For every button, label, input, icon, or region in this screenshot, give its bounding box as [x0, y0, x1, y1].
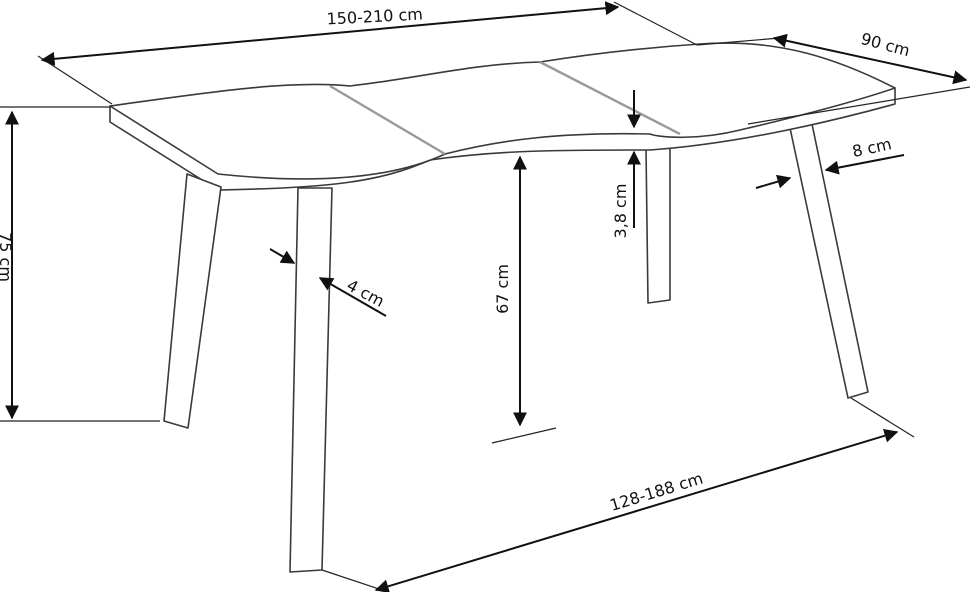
depth-label: 90 cm — [859, 29, 912, 60]
back-left-leg — [645, 147, 671, 304]
span-extension-right — [850, 397, 915, 438]
front-center-leg — [289, 187, 333, 573]
length-extension-right — [613, 1, 698, 46]
span-dimension-arrow — [374, 428, 899, 592]
extension-seam-right — [539, 60, 681, 136]
length-extension-left — [37, 55, 113, 105]
leg-width-front-arrow-inner — [318, 277, 387, 317]
depth-extension-left — [696, 37, 781, 46]
front-left-leg — [163, 173, 222, 429]
depth-extension-right — [747, 86, 970, 125]
leg-width-side-arrow-outer — [755, 174, 792, 189]
extension-seam-left — [329, 84, 446, 156]
table-top-surface — [109, 42, 896, 180]
leg-width-front-label: 4 cm — [344, 275, 388, 310]
leg-width-side-label: 8 cm — [850, 134, 893, 161]
span-label: 128-188 cm — [608, 469, 706, 515]
clearance-label: 67 cm — [493, 264, 512, 314]
thickness-label: 3,8 cm — [611, 184, 630, 239]
leg-width-side-arrow-inner — [824, 154, 905, 175]
length-label: 150-210 cm — [326, 4, 423, 28]
depth-dimension-arrow — [772, 33, 968, 85]
height-label: 75 cm — [0, 232, 15, 282]
leg-width-front-arrow-outer — [269, 248, 296, 264]
clearance-floor-line — [491, 427, 557, 444]
length-dimension-arrow — [40, 1, 620, 66]
